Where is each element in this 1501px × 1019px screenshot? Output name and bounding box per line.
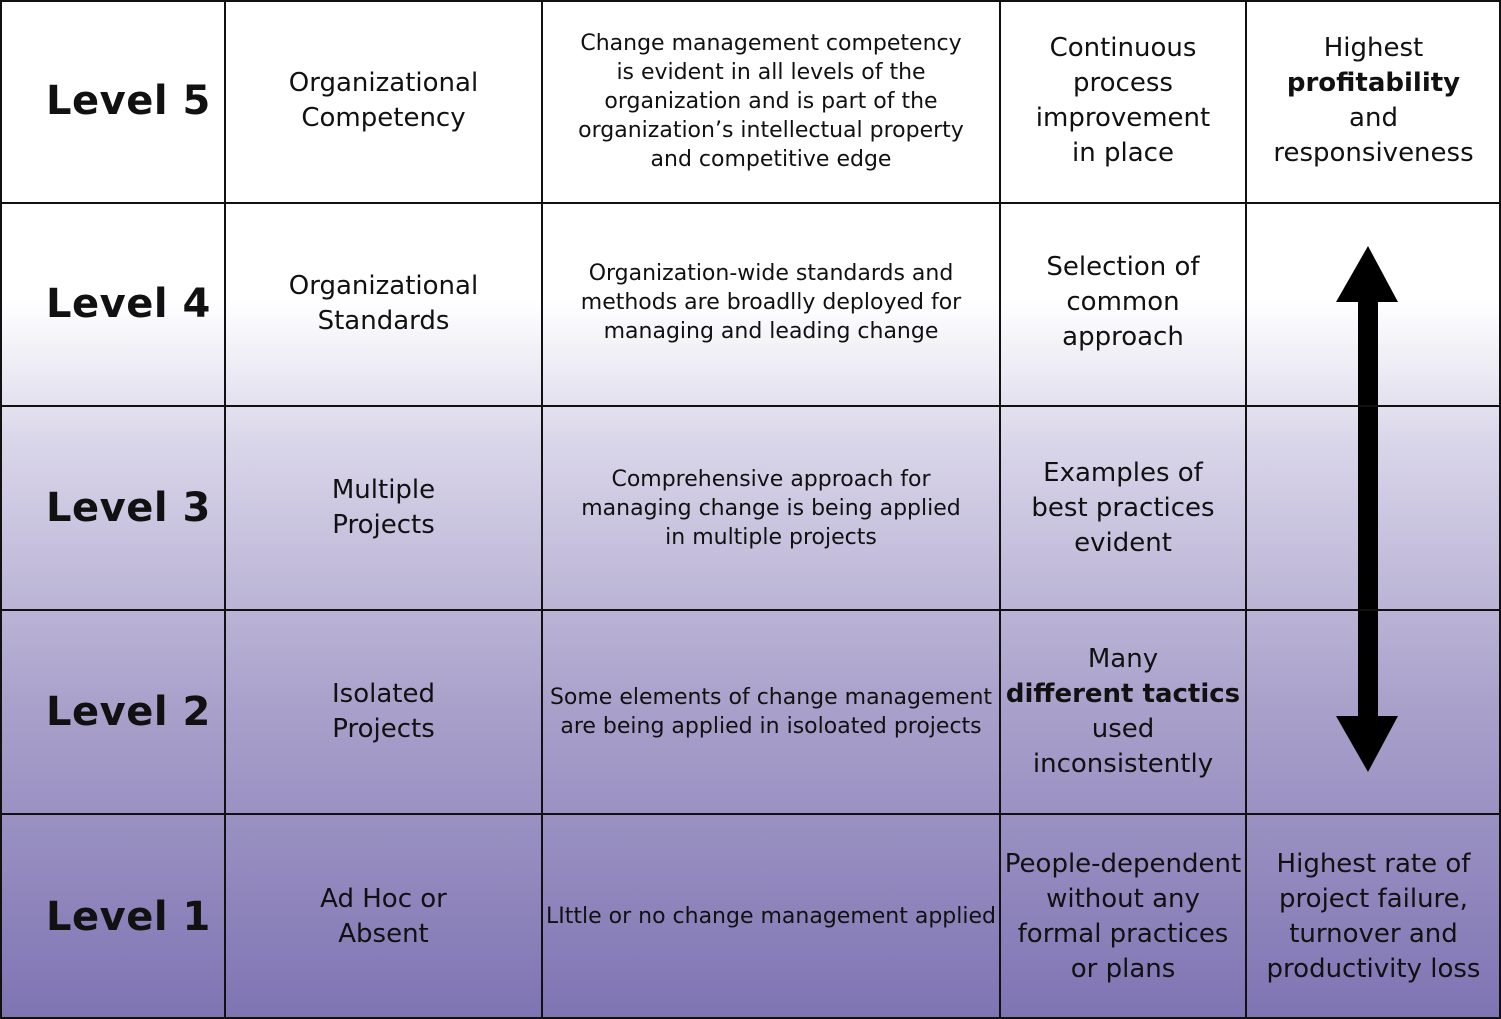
practice-cell: People-dependent without any formal prac…: [1000, 814, 1246, 1019]
level-label: Level 2: [46, 689, 211, 735]
practice-cell: Continuous process improvement in place: [1000, 0, 1246, 202]
text-line: approach: [1062, 321, 1184, 352]
text-line: Projects: [332, 714, 435, 744]
description-cell: Organization-wide standards and methods …: [542, 202, 1000, 402]
practice-cell: Many different tactics used inconsistent…: [1000, 610, 1246, 814]
text-line: Multiple: [331, 475, 436, 505]
text-line: without any: [1046, 883, 1200, 914]
grid-column-divider: [224, 0, 226, 1019]
text-line: productivity loss: [1266, 953, 1481, 984]
text-line: Ad Hoc or: [320, 883, 447, 914]
level-label: Level 5: [46, 78, 211, 124]
grid-row-divider: [0, 813, 1501, 815]
text-line: responsiveness: [1273, 138, 1474, 168]
text-line: organization and is part of the: [604, 88, 938, 114]
text-line: Organization-wide standards and: [588, 260, 954, 286]
text-line: managing and leading change: [603, 318, 939, 344]
grid-border-left: [0, 0, 2, 1019]
text-line: process: [1073, 68, 1173, 98]
text-line: different tactics: [1005, 679, 1241, 709]
level-name-cell: Ad Hoc or Absent: [225, 814, 542, 1019]
text-line: Organizational: [288, 68, 479, 98]
text-line: Projects: [332, 510, 435, 540]
grid-border-bottom: [0, 1017, 1501, 1019]
text-line: and competitive edge: [650, 146, 892, 172]
text-line: Competency: [301, 103, 466, 133]
practice-cell: Selection of common approach: [1000, 202, 1246, 402]
grid-column-divider: [999, 0, 1001, 1019]
outcome-top-cell: Highest profitability and responsiveness: [1246, 0, 1501, 202]
text-line: in multiple projects: [665, 524, 877, 550]
double-vertical-arrow-icon: [1336, 246, 1398, 772]
level-label: Level 3: [46, 485, 211, 531]
text-line: are being applied in isoloated projects: [560, 714, 982, 739]
text-line: is evident in all levels of the: [616, 59, 926, 85]
level-label: Level 4: [46, 281, 211, 327]
text-line: used: [1091, 714, 1155, 744]
text-line: Examples of: [1043, 457, 1203, 488]
text-line: in place: [1072, 138, 1174, 168]
grid-column-divider: [541, 0, 543, 1019]
grid-row-divider: [0, 202, 1501, 204]
level-label: Level 1: [46, 893, 211, 940]
description-cell: Some elements of change management are b…: [542, 610, 1000, 814]
text-line: Many: [1087, 644, 1159, 674]
text-line: organization’s intellectual property: [578, 117, 964, 143]
text-line: formal practices: [1017, 918, 1229, 949]
grid-row-divider: [0, 405, 1501, 407]
text-line: Continuous: [1049, 33, 1197, 63]
text-line: Highest: [1323, 33, 1424, 63]
text-line: and: [1349, 103, 1398, 133]
text-line: Some elements of change management: [549, 685, 993, 710]
text-line: evident: [1074, 527, 1172, 558]
description-cell: Comprehensive approach for managing chan…: [542, 406, 1000, 610]
text-line: project failure,: [1279, 883, 1468, 914]
text-line: methods are broadlly deployed for: [580, 289, 962, 315]
text-line: best practices: [1031, 492, 1215, 523]
grid-row-divider: [0, 609, 1501, 611]
text-line: turnover and: [1289, 918, 1458, 949]
outcome-bottom-cell: Highest rate of project failure, turnove…: [1246, 814, 1501, 1019]
description-cell: Change management competency is evident …: [542, 0, 1000, 202]
text-line: Change management competency: [580, 30, 962, 56]
text-line: common: [1066, 286, 1180, 317]
text-line: Comprehensive approach for: [611, 466, 931, 492]
grid-border-top: [0, 0, 1501, 2]
text-line: LIttle or no change management applied: [546, 904, 996, 929]
text-line: Standards: [317, 306, 450, 336]
text-line: managing change is being applied: [581, 495, 961, 521]
text-line: Isolated: [332, 679, 435, 709]
text-line: Organizational: [288, 271, 479, 301]
text-line: or plans: [1070, 953, 1176, 984]
grid-column-divider: [1245, 0, 1247, 1019]
text-line: People-dependent: [1004, 848, 1242, 879]
text-line: improvement: [1035, 103, 1211, 133]
description-cell: LIttle or no change management applied: [542, 814, 1000, 1019]
practice-cell: Examples of best practices evident: [1000, 406, 1246, 610]
text-line: inconsistently: [1032, 749, 1214, 779]
text-line: Absent: [338, 918, 429, 949]
grid-border-right: [1499, 0, 1501, 1019]
text-line: profitability: [1286, 68, 1461, 98]
text-line: Selection of: [1046, 251, 1200, 282]
text-line: Highest rate of: [1276, 848, 1471, 879]
